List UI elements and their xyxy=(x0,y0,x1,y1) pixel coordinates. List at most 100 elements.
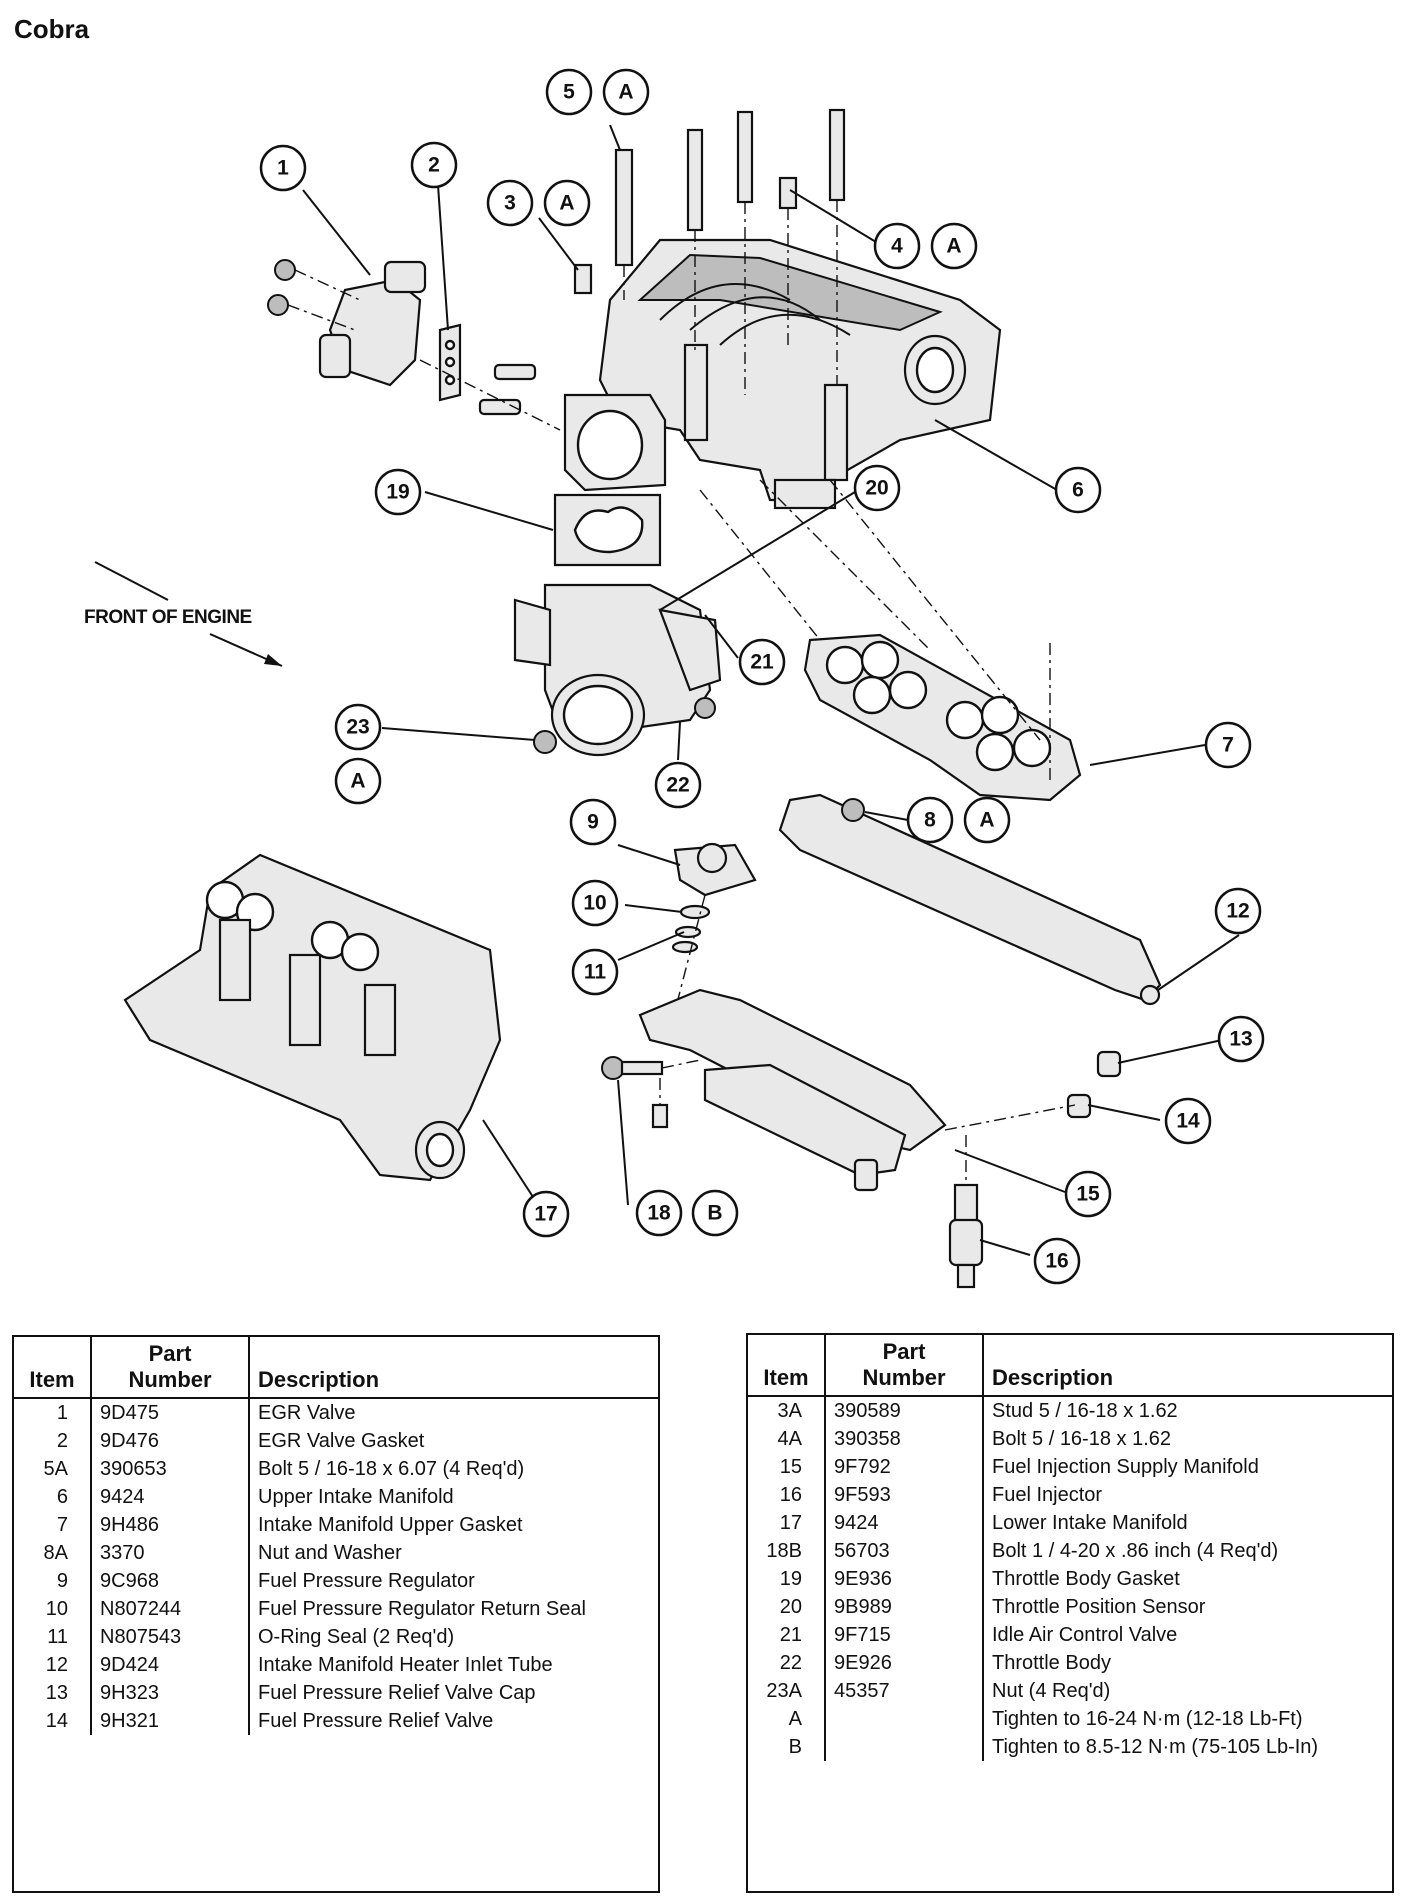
svg-text:23: 23 xyxy=(346,716,369,739)
egr-valve-gasket xyxy=(419,323,561,431)
row-description: Tighten to 16-24 N·m (12-18 Lb-Ft) xyxy=(982,1705,1392,1733)
callout-3: 3 xyxy=(486,179,534,227)
row-part-number: N807244 xyxy=(90,1595,249,1623)
row-part-number: 390589 xyxy=(824,1396,983,1425)
svg-text:7: 7 xyxy=(1222,734,1234,757)
row-description: O-Ring Seal (2 Req'd) xyxy=(248,1623,658,1651)
row-part-number: 9D424 xyxy=(90,1651,249,1679)
callout-10: 10 xyxy=(571,879,619,927)
svg-text:2: 2 xyxy=(428,154,440,177)
svg-text:6: 6 xyxy=(1072,479,1084,502)
row-description: Bolt 5 / 16-18 x 6.07 (4 Req'd) xyxy=(248,1455,658,1483)
bolt-18 xyxy=(601,1056,701,1129)
row-part-number: 45357 xyxy=(824,1677,983,1705)
row-description: Bolt 1 / 4-20 x .86 inch (4 Req'd) xyxy=(982,1537,1392,1565)
fuel-injector xyxy=(948,1135,984,1289)
callout-12: 12 xyxy=(1214,887,1262,935)
row-description: Lower Intake Manifold xyxy=(982,1509,1392,1537)
callout-3-a: A xyxy=(543,179,591,227)
callout-16: 16 xyxy=(1033,1237,1081,1285)
egr-valve xyxy=(267,259,427,387)
row-item: B xyxy=(788,1736,802,1758)
row-item: 23A xyxy=(766,1680,802,1702)
row-description: Throttle Body Gasket xyxy=(982,1565,1392,1593)
row-description: Fuel Pressure Relief Valve xyxy=(248,1707,658,1735)
svg-text:3: 3 xyxy=(504,192,516,215)
row-description: Tighten to 8.5-12 N·m (75-105 Lb-In) xyxy=(982,1733,1392,1761)
header-description: Description xyxy=(982,1335,1392,1397)
callout-20: 20 xyxy=(853,464,901,512)
svg-text:13: 13 xyxy=(1229,1028,1252,1051)
row-description: Fuel Pressure Relief Valve Cap xyxy=(248,1679,658,1707)
row-part-number: 390653 xyxy=(90,1455,249,1483)
row-part-number: 9424 xyxy=(90,1483,249,1511)
row-description: Stud 5 / 16-18 x 1.62 xyxy=(982,1396,1392,1425)
row-item: 12 xyxy=(45,1654,68,1676)
svg-text:8: 8 xyxy=(924,809,936,832)
row-part-number: 9F593 xyxy=(824,1481,983,1509)
callout-18-b: B xyxy=(691,1189,739,1237)
throttle-body xyxy=(513,583,722,757)
callout-23: 23 xyxy=(334,703,382,751)
svg-text:A: A xyxy=(350,770,365,793)
relief-valve-and-cap xyxy=(944,1050,1122,1131)
row-item: 9 xyxy=(56,1570,68,1592)
row-part-number: 390358 xyxy=(824,1425,983,1453)
svg-text:4: 4 xyxy=(891,235,903,258)
intake-manifold-upper-gasket xyxy=(699,479,1082,802)
callout-21: 21 xyxy=(738,638,786,686)
callout-11: 11 xyxy=(571,948,619,996)
row-item: 8A xyxy=(43,1542,68,1564)
row-description: Throttle Body xyxy=(982,1649,1392,1677)
svg-text:18: 18 xyxy=(647,1202,671,1225)
bolts-and-studs xyxy=(573,108,846,395)
callout-15: 15 xyxy=(1064,1170,1112,1218)
callout-5: 5 xyxy=(545,68,593,116)
row-part-number: 9F715 xyxy=(824,1621,983,1649)
svg-text:9: 9 xyxy=(587,811,599,834)
row-part-number: 9E936 xyxy=(824,1565,983,1593)
svg-text:A: A xyxy=(979,809,994,832)
header-item: Item xyxy=(748,1335,825,1397)
page-title: Cobra xyxy=(14,14,90,44)
callout-14: 14 xyxy=(1164,1097,1212,1145)
row-description: Intake Manifold Upper Gasket xyxy=(248,1511,658,1539)
callout-13: 13 xyxy=(1217,1015,1265,1063)
nut-23 xyxy=(533,730,557,754)
callout-18: 18 xyxy=(635,1189,683,1237)
row-part-number: 9D475 xyxy=(90,1398,249,1427)
upper-intake-manifold xyxy=(598,238,1002,510)
svg-text:21: 21 xyxy=(750,651,774,674)
svg-text:15: 15 xyxy=(1076,1183,1100,1206)
callout-4: 4 xyxy=(873,222,921,270)
row-item: 5A xyxy=(43,1458,68,1480)
svg-text:20: 20 xyxy=(865,477,888,500)
callout-8-a: A xyxy=(963,796,1011,844)
fuel-injection-supply-manifold xyxy=(638,988,947,1192)
front-of-engine-label: FRONT OF ENGINE xyxy=(84,607,252,628)
plenum-adapter xyxy=(563,393,667,492)
callout-1: 1 xyxy=(259,144,307,192)
row-description: Throttle Position Sensor xyxy=(982,1593,1392,1621)
exploded-diagram: FRONT OF ENGINE 1 2 3 A 4 A 5 A 6 7 8 A xyxy=(84,68,1265,1289)
svg-text:12: 12 xyxy=(1226,900,1249,923)
table-row: B Tighten to 8.5-12 N·m (75-105 Lb-In) xyxy=(748,1733,1392,1761)
callout-9: 9 xyxy=(569,798,617,846)
row-item: 10 xyxy=(45,1598,68,1620)
